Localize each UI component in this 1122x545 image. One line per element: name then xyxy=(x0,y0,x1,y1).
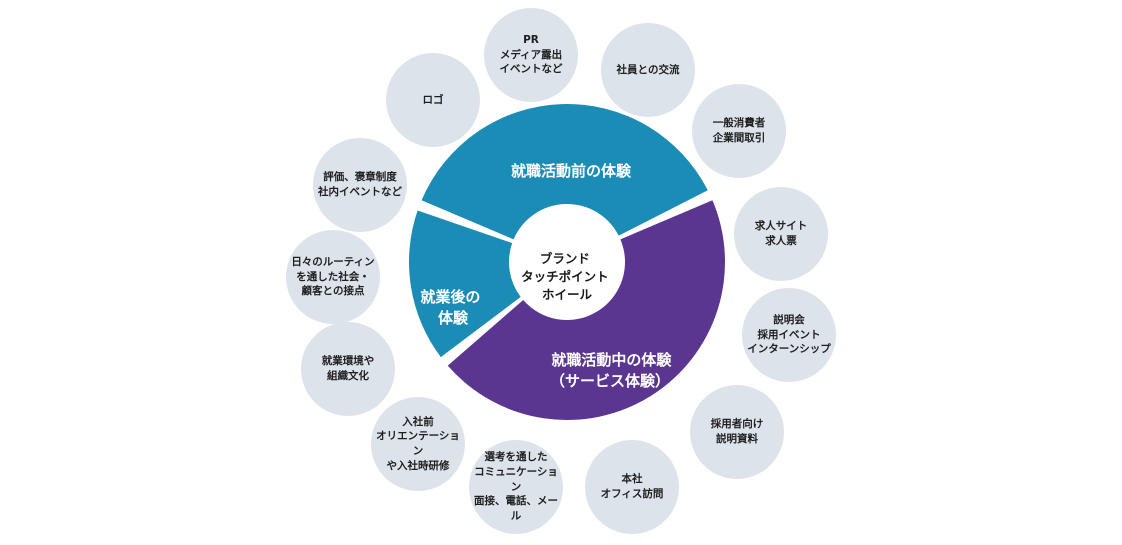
bubble-selection-communication: 選考を通した コミュニケーション 面接、電話、メール xyxy=(469,440,563,534)
center-label: ブランド タッチポイント ホイール xyxy=(521,251,613,302)
bubble-recruit-materials: 採用者向け 説明資料 xyxy=(690,385,784,479)
center-circle xyxy=(513,208,621,316)
bubble-pr-media: PR メディア露出 イベントなど xyxy=(484,8,578,102)
segment-during-job-hunting xyxy=(447,200,725,420)
segment-after-joining xyxy=(409,210,521,358)
segment-before-label: 就職活動前の体験 xyxy=(511,162,632,180)
bubble-pre-joining: 入社前 オリエンテーション や入社時研修 xyxy=(371,397,465,491)
bubble-logo: ロゴ xyxy=(386,53,480,147)
bubble-evaluation: 評価、褒章制度 社内イベントなど xyxy=(313,138,407,232)
segment-before-job-hunting xyxy=(421,104,708,240)
bubble-briefing: 説明会 採用イベント インターンシップ xyxy=(742,288,836,382)
segment-after-label: 就業後の 体験 xyxy=(420,288,485,327)
bubble-employee-exchange: 社員との交流 xyxy=(601,23,695,117)
bubble-consumer-b2b: 一般消費者 企業間取引 xyxy=(692,84,786,178)
bubble-office-visit: 本社 オフィス訪問 xyxy=(585,440,679,534)
bubble-job-site: 求人サイト 求人票 xyxy=(734,187,828,281)
segment-during-label: 就職活動中の体験 （サービス体験） xyxy=(550,351,677,390)
bubble-daily-routine: 日々のルーティン を通した社会・ 顧客との接点 xyxy=(286,230,380,324)
bubble-work-environment: 就業環境や 組織文化 xyxy=(301,322,395,416)
